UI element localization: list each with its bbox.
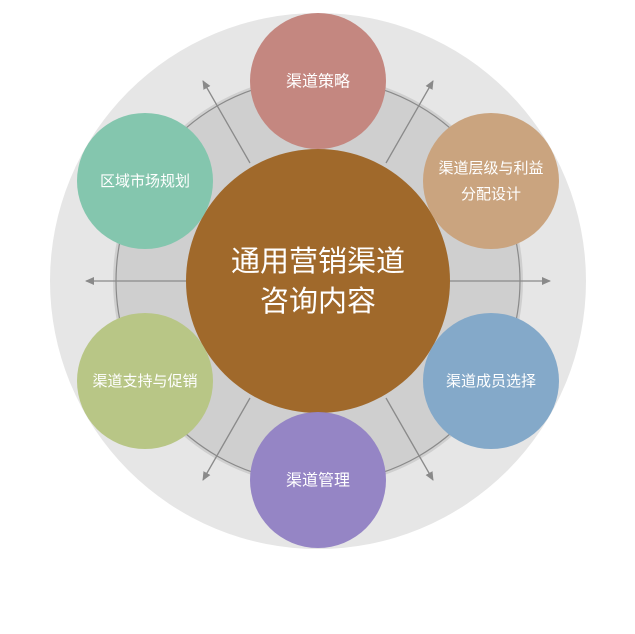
node-management-circle [250, 412, 386, 548]
node-hierarchy-label-line-1: 渠道层级与利益 [438, 159, 543, 177]
node-regional: 区域市场规划 [77, 113, 213, 249]
node-support-circle [77, 313, 213, 449]
node-regional-label: 区域市场规划 [100, 172, 190, 190]
node-management-label: 渠道管理 [286, 471, 350, 490]
node-hierarchy: 渠道层级与利益 分配设计 [423, 113, 559, 249]
node-hierarchy-circle [423, 113, 559, 249]
node-strategy-label: 渠道策略 [286, 72, 350, 91]
node-management: 渠道管理 [250, 412, 386, 548]
node-hierarchy-label-line-2: 分配设计 [461, 185, 521, 203]
node-regional-circle [77, 113, 213, 249]
node-members: 渠道成员选择 [423, 313, 559, 449]
center-circle [186, 149, 450, 413]
center-node: 通用营销渠道 咨询内容 [186, 149, 450, 413]
node-support-label: 渠道支持与促销 [92, 372, 197, 390]
node-support: 渠道支持与促销 [77, 313, 213, 449]
node-members-circle [423, 313, 559, 449]
center-label-line-2: 咨询内容 [260, 284, 376, 318]
node-strategy-circle [250, 13, 386, 149]
center-label-line-1: 通用营销渠道 [231, 244, 405, 278]
node-members-label: 渠道成员选择 [446, 372, 536, 390]
node-strategy: 渠道策略 [250, 13, 386, 149]
